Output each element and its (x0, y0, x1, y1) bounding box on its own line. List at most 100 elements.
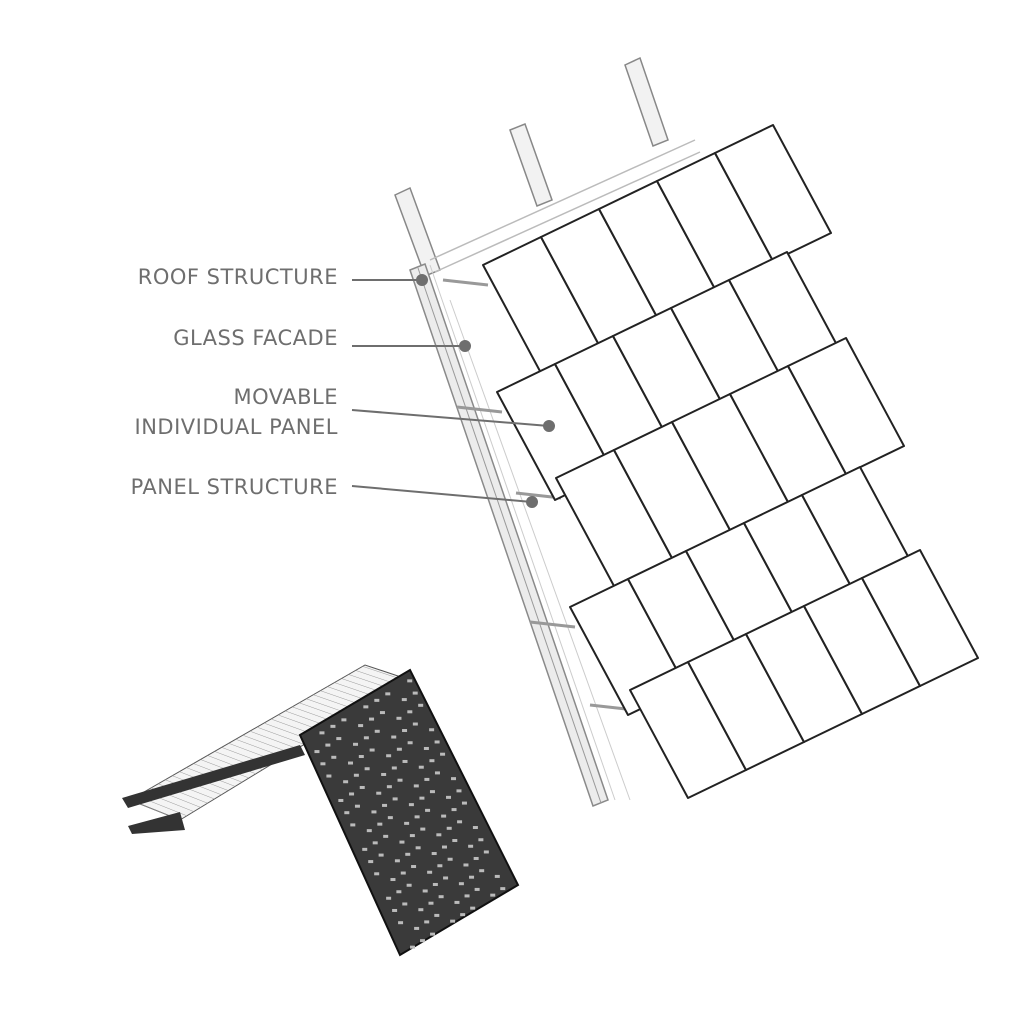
perforation (451, 808, 457, 812)
panel-detail (122, 664, 520, 957)
perforation (434, 740, 440, 744)
perforation (378, 853, 384, 857)
perforation (381, 772, 387, 776)
perforation (434, 913, 440, 917)
perforation (441, 845, 447, 849)
perforation (443, 876, 449, 880)
perforation (362, 847, 368, 851)
mesh-line (242, 734, 291, 754)
perforation (410, 945, 416, 949)
perforation (451, 777, 457, 781)
perforation (326, 774, 332, 778)
perforation (437, 864, 443, 868)
perforation (390, 878, 396, 882)
perforation (450, 919, 456, 923)
perforation (344, 811, 350, 815)
perforation (414, 815, 420, 819)
perforation (457, 820, 463, 824)
perforation (338, 798, 344, 802)
perforation (359, 785, 365, 789)
perforation (440, 752, 446, 756)
perforation (425, 808, 431, 812)
perforation (371, 810, 377, 814)
perforation (422, 889, 428, 893)
perforation (479, 869, 485, 873)
perforation (394, 859, 400, 863)
perforation (374, 872, 380, 876)
perforation (376, 791, 382, 795)
perforation (399, 840, 405, 844)
perforation (470, 906, 476, 910)
perforation (412, 722, 418, 726)
perforation (400, 871, 406, 875)
perforation (423, 746, 429, 750)
label-roof-structure: ROOF STRUCTURE (137, 265, 338, 289)
perforation (374, 698, 380, 702)
panel-bracket (456, 405, 503, 414)
glass-facade (429, 264, 631, 801)
perforation (434, 771, 440, 775)
perforation (409, 834, 415, 838)
perforation (336, 737, 342, 741)
perforation (419, 796, 425, 800)
perforation (407, 710, 413, 714)
perforation (364, 767, 370, 771)
perforation (368, 860, 374, 864)
perforation (430, 932, 436, 936)
perforation (392, 908, 398, 912)
perforation (412, 691, 418, 695)
panel-bracket (442, 278, 489, 287)
perforation (407, 741, 413, 745)
perforation (349, 792, 355, 796)
perforation (429, 759, 435, 763)
perforation (396, 747, 402, 751)
perforation (353, 773, 359, 777)
perforation (401, 698, 407, 702)
perforation (391, 735, 397, 739)
perforation (432, 882, 438, 886)
perforation (408, 803, 414, 807)
label-movable-panel-2: INDIVIDUAL PANEL (134, 415, 338, 439)
perforation (320, 762, 326, 766)
perforation (348, 761, 354, 765)
perforation (387, 816, 393, 820)
perforation (386, 754, 392, 758)
perforation (474, 887, 480, 891)
perforation (383, 834, 389, 838)
perforation (369, 748, 375, 752)
perforation (461, 801, 467, 805)
perforation (458, 882, 464, 886)
perforation (424, 777, 430, 781)
perforation (483, 850, 489, 854)
perforation (415, 846, 421, 850)
perforation (424, 920, 430, 924)
perforation (431, 852, 437, 856)
perforation (494, 874, 500, 878)
perforation (420, 939, 426, 943)
perforation (343, 780, 349, 784)
perforation (353, 742, 359, 746)
perforation (429, 728, 435, 732)
perforation (468, 844, 474, 848)
perforation (398, 921, 404, 925)
perforation (428, 901, 434, 905)
perforation (418, 908, 424, 912)
perforation (438, 895, 444, 899)
perforation (473, 856, 479, 860)
perforation (377, 822, 383, 826)
perforation (446, 826, 452, 830)
perforation (436, 833, 442, 837)
label-glass-facade: GLASS FACADE (173, 326, 338, 350)
arm-foot (128, 812, 185, 834)
perforation (427, 870, 433, 874)
label-movable-panel-1: MOVABLE (233, 385, 338, 409)
perforation (391, 766, 397, 770)
perforation (413, 784, 419, 788)
roof-structure-column (409, 263, 609, 807)
perforation (363, 736, 369, 740)
perforation (350, 823, 356, 827)
perforation (460, 913, 466, 917)
perforation (331, 755, 337, 759)
